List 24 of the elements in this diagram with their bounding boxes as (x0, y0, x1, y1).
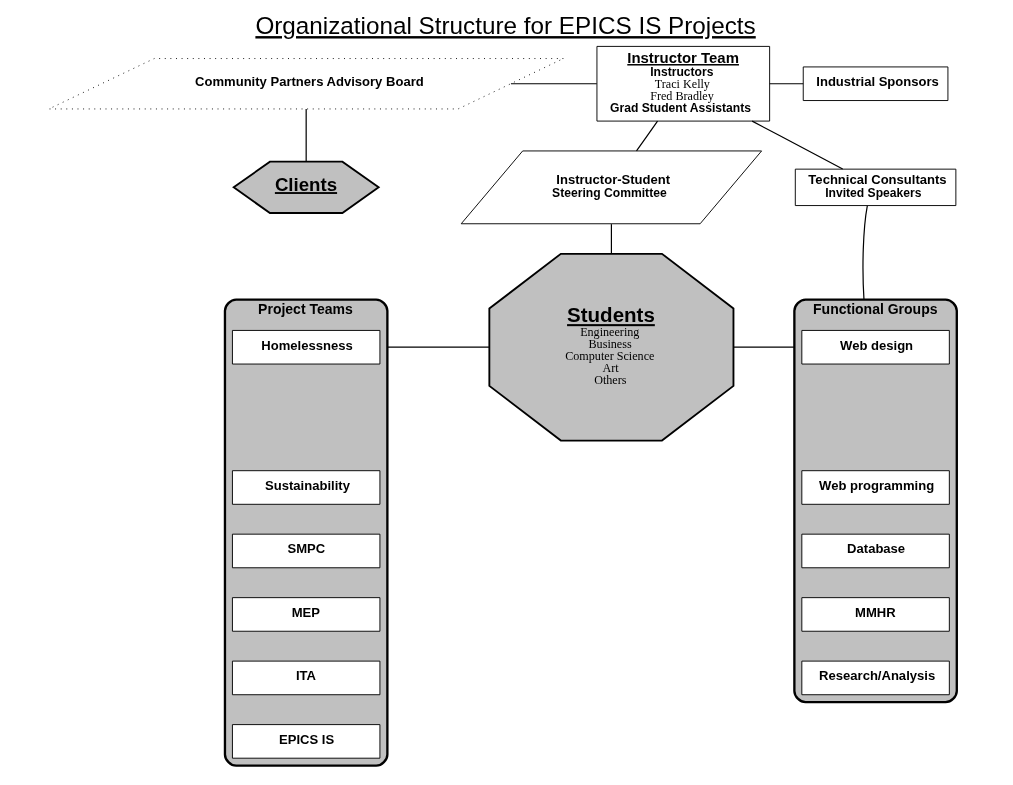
node-box: MMHR (801, 597, 950, 632)
node-box: MEP (231, 597, 381, 632)
connector (305, 108, 307, 163)
node-box: Industrial Sponsors (802, 66, 949, 101)
node-box: Instructor Team Instructors Traci Kelly Fred Bradley Grad Student Assistants (596, 45, 771, 122)
connector (510, 83, 598, 85)
connector (610, 223, 612, 255)
connector (862, 205, 868, 301)
node-box: ITA (231, 660, 381, 696)
node-box: Database (801, 533, 950, 569)
diagram-title: Organizational Structure for EPICS IS Projects (255, 12, 756, 40)
node-box: Web design (801, 329, 950, 365)
node-box: Research/Analysis (801, 660, 950, 696)
connector (751, 120, 844, 170)
node-box: EPICS IS (231, 724, 381, 759)
node-box: Technical Consultants Invited Speakers (794, 168, 957, 207)
connector (386, 346, 490, 348)
node-box: Homelessness (231, 329, 381, 365)
node-box: SMPC (231, 533, 381, 569)
connector (769, 83, 804, 85)
node-box: Sustainability (231, 470, 381, 505)
connector (733, 346, 795, 348)
connector (635, 120, 659, 152)
node-box: Web programming (801, 470, 950, 505)
